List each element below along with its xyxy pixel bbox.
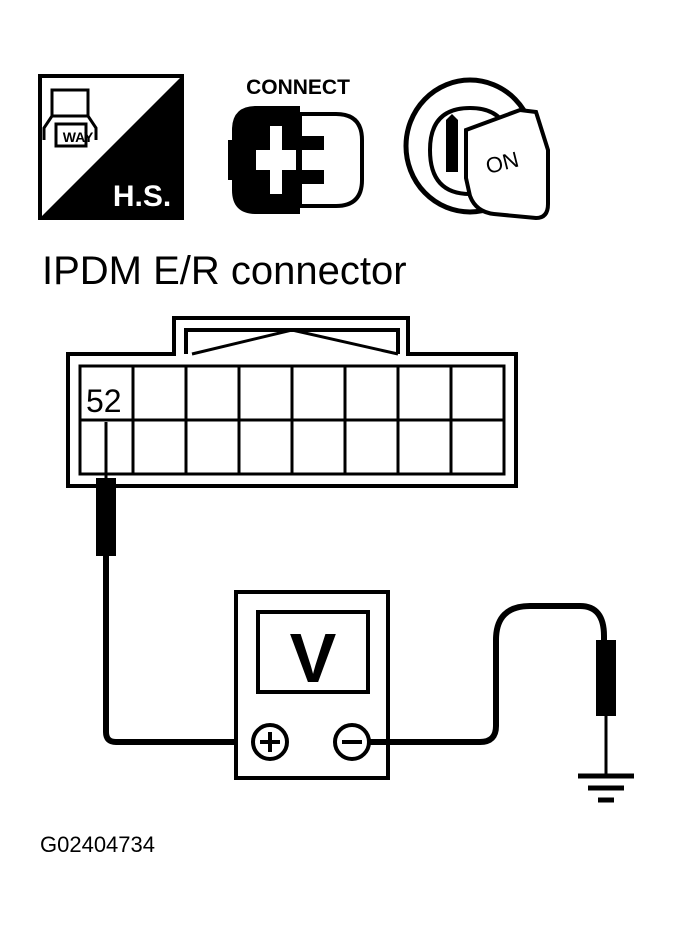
voltmeter-display-symbol: V [290,619,337,697]
ignition-on-icon: ON [403,77,550,221]
figure-id: G02404734 [40,832,155,857]
voltmeter: V [234,590,390,780]
positive-probe [96,422,246,745]
key-icon [464,107,550,221]
ipdm-er-connector [66,316,518,488]
connect-label: CONNECT [246,76,350,99]
ground-icon [578,773,634,803]
terminal-52-label: 52 [86,383,122,419]
negative-lead [369,603,616,774]
small-connector-icon [42,88,98,148]
wavy-label: WAY [63,129,94,145]
hs-label: H.S. [113,180,171,213]
connect-icon: CONNECT [228,76,364,214]
harness-hs-icon: WAY H.S. [38,74,184,220]
connector-title: IPDM E/R connector [42,249,407,293]
